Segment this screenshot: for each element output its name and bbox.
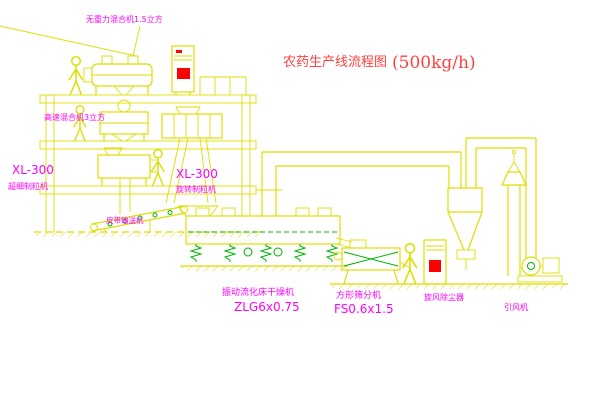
person-figure (68, 55, 84, 96)
label-high-speed-mixer: 高速混合机3立方 (44, 112, 105, 122)
label-fan: 引风机 (504, 302, 528, 312)
diagram-title-capacity: (500kg/h) (392, 53, 476, 73)
exhaust-duct (256, 151, 462, 216)
indicator-light (176, 50, 182, 53)
control-panel-red (177, 68, 190, 79)
label-belt-conveyor: 皮带输送机 (106, 215, 144, 225)
cyclone-separator (447, 137, 537, 270)
rotary-valve (456, 249, 476, 260)
sieve-motor (333, 251, 343, 261)
vibration-motor (273, 247, 283, 257)
fine-granulator (97, 147, 159, 214)
dryer-inlet-hopper (177, 205, 219, 217)
label-sieve-model: FS0.6x1.5 (334, 302, 394, 316)
person-figures (68, 55, 418, 285)
vibration-motor (243, 247, 253, 257)
label-sieve-name: 方形筛分机 (336, 289, 381, 301)
labels: 无重力混合机1.5立方 高速混合机3立方 XL-300 超细制粒机 XL-300… (8, 14, 528, 316)
label-dryer-model: ZLG6x0.75 (234, 300, 300, 314)
person-figure (72, 105, 87, 142)
dryer-discharge-chute (335, 237, 353, 249)
label-granulator-left-model: XL-300 (12, 163, 54, 177)
rotary-granulator (161, 106, 223, 204)
discharge-duct-right (199, 137, 217, 204)
label-top-mixer: 无重力混合机1.5立方 (86, 14, 163, 24)
control-cabinet (423, 239, 447, 285)
label-dryer-name: 振动流化床干燥机 (222, 286, 294, 298)
gravity-free-mixer (0, 25, 153, 96)
induced-draft-fan (517, 256, 563, 283)
control-panel-red (429, 260, 441, 272)
fluid-bed-dryer (177, 205, 353, 271)
label-granulator-center-model: XL-300 (176, 167, 218, 181)
exhaust-stack (501, 149, 527, 276)
label-granulator-center-name: 旋转制粒机 (176, 184, 216, 194)
discharge-duct-left (165, 137, 189, 204)
person-figure (401, 242, 418, 285)
high-speed-mixer (99, 99, 149, 142)
fan-motor (542, 257, 560, 274)
label-cyclone: 旋风除尘器 (424, 292, 464, 302)
control-cabinet (171, 45, 195, 95)
label-granulator-left-name: 超细制粒机 (8, 181, 48, 191)
rain-cap (501, 171, 527, 186)
sieve-feed-box (349, 239, 367, 249)
diagram-title: 农药生产线流程图 (283, 55, 387, 70)
ground-right (330, 283, 568, 289)
square-sieve (333, 239, 411, 285)
